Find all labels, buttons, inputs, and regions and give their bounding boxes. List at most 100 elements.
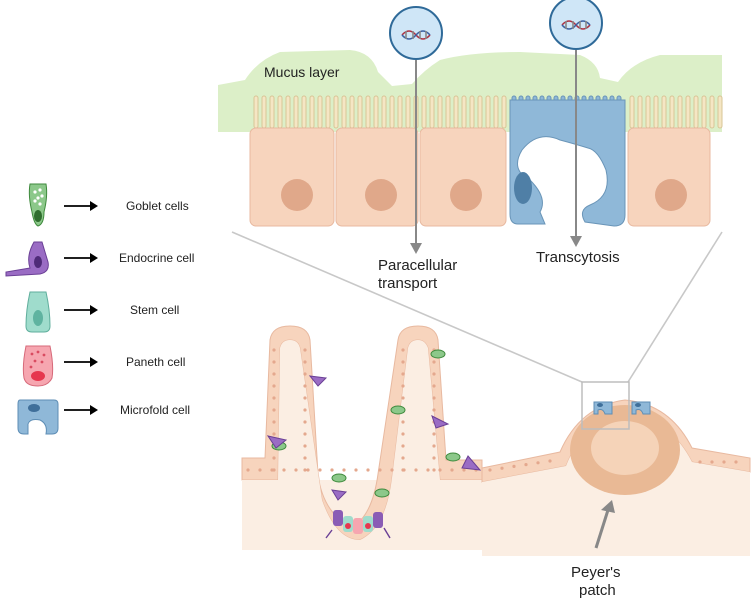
microvillus: [493, 95, 499, 129]
legend-item-paneth: Paneth cell: [22, 345, 185, 387]
cell-dot: [414, 468, 418, 472]
microvillus: [269, 95, 275, 129]
legend-item-stem: Stem cell: [25, 291, 179, 333]
cell-dot: [303, 372, 307, 376]
microvillus: [349, 95, 355, 129]
microvillus: [477, 95, 483, 129]
endocrine-cells: [266, 375, 482, 501]
nucleus: [655, 179, 687, 211]
cell-dot: [366, 468, 370, 472]
microvillus: [357, 95, 363, 129]
paracellular-label: Paracellular: [378, 257, 457, 274]
legend-item-endocrine: Endocrine cell: [5, 241, 194, 277]
cell-dot: [390, 468, 394, 472]
cell-dot: [402, 468, 406, 472]
enterocyte: [249, 127, 335, 227]
enterocyte: [627, 127, 711, 227]
mucus-layer-label: Mucus layer: [264, 64, 340, 80]
cell-dot: [722, 460, 726, 464]
cell-dot: [330, 468, 334, 472]
legend-label-goblet: Goblet cells: [126, 199, 189, 213]
cell-dot: [432, 360, 436, 364]
nucleus: [450, 179, 482, 211]
dna-icon: [561, 20, 591, 30]
cell-dot: [401, 456, 405, 460]
zoom-lines: [231, 231, 723, 383]
cell-dot: [450, 468, 454, 472]
transcytosis-arrowhead: [570, 236, 582, 247]
cell-dot: [303, 408, 307, 412]
paneth-cell-icon: [22, 345, 54, 387]
microvillus: [645, 95, 651, 129]
microvillus: [461, 95, 467, 129]
cell-dot: [432, 408, 436, 412]
microvillus: [397, 95, 403, 129]
microvillus: [429, 95, 435, 129]
peyers-patch-label-line2: patch: [579, 582, 616, 599]
cell-dot: [282, 468, 286, 472]
cell-dot: [710, 460, 714, 464]
cell-dot: [698, 460, 702, 464]
cell-dot: [303, 456, 307, 460]
nucleus: [514, 172, 532, 204]
microvillus: [453, 95, 459, 129]
villus-lamina: [242, 340, 482, 550]
cell-dot: [272, 384, 276, 388]
cell-dot: [401, 396, 405, 400]
peyers-patch-label: Peyer's: [571, 564, 621, 581]
cell-dot: [438, 468, 442, 472]
microfold-cell: [509, 99, 626, 227]
cell-dot: [294, 468, 298, 472]
microvillus: [669, 95, 675, 129]
microvillus: [685, 95, 691, 129]
microvillus: [301, 95, 307, 129]
dna-bubble-right: [549, 0, 603, 50]
microvillus: [485, 95, 491, 129]
microvillus: [469, 95, 475, 129]
microvillus: [381, 95, 387, 129]
cell-dot: [734, 460, 738, 464]
microvillus: [333, 95, 339, 129]
cell-dot: [272, 420, 276, 424]
cell-dot: [272, 456, 276, 460]
cell-dot: [303, 360, 307, 364]
microvillus: [317, 95, 323, 129]
microvillus: [261, 95, 267, 129]
microvillus: [653, 95, 659, 129]
legend-label-microfold: Microfold cell: [120, 403, 190, 417]
epithelial-dots: [246, 348, 478, 472]
cell-dot: [303, 432, 307, 436]
cell-dot: [432, 384, 436, 388]
paracellular-label-line2: transport: [378, 275, 438, 292]
cell-dot: [548, 459, 552, 463]
cell-dot: [524, 463, 528, 467]
microfold-cell-icon: [17, 399, 59, 435]
microvillus: [693, 95, 699, 129]
cell-dot: [342, 468, 346, 472]
epithelial-dots: [488, 459, 738, 472]
microvillus: [389, 95, 395, 129]
cell-dot: [500, 466, 504, 470]
microfold-cells-dome: [593, 401, 651, 415]
zoom-box: [581, 381, 630, 430]
microvillus: [629, 95, 635, 129]
microvillus: [325, 95, 331, 129]
microvillus: [717, 95, 723, 129]
legend: Goblet cells Endocrine cell Stem cell: [5, 183, 194, 435]
paracellular-arrowhead: [410, 243, 422, 254]
cell-dot: [272, 408, 276, 412]
epithelium-panel: Mucus layer Paracellular transport Trans…: [218, 0, 723, 292]
cell-dot: [401, 360, 405, 364]
crypt-base-cells: [325, 510, 391, 539]
cell-dot: [401, 444, 405, 448]
peyers-arrowhead: [601, 500, 615, 513]
legend-label-endocrine: Endocrine cell: [119, 251, 194, 265]
cell-dot: [270, 468, 274, 472]
microvillus: [421, 95, 427, 129]
enterocyte: [419, 127, 507, 227]
legend-item-microfold: Microfold cell: [17, 399, 190, 435]
cell-dot: [432, 468, 436, 472]
cell-dot: [303, 348, 307, 352]
cell-dot: [401, 384, 405, 388]
